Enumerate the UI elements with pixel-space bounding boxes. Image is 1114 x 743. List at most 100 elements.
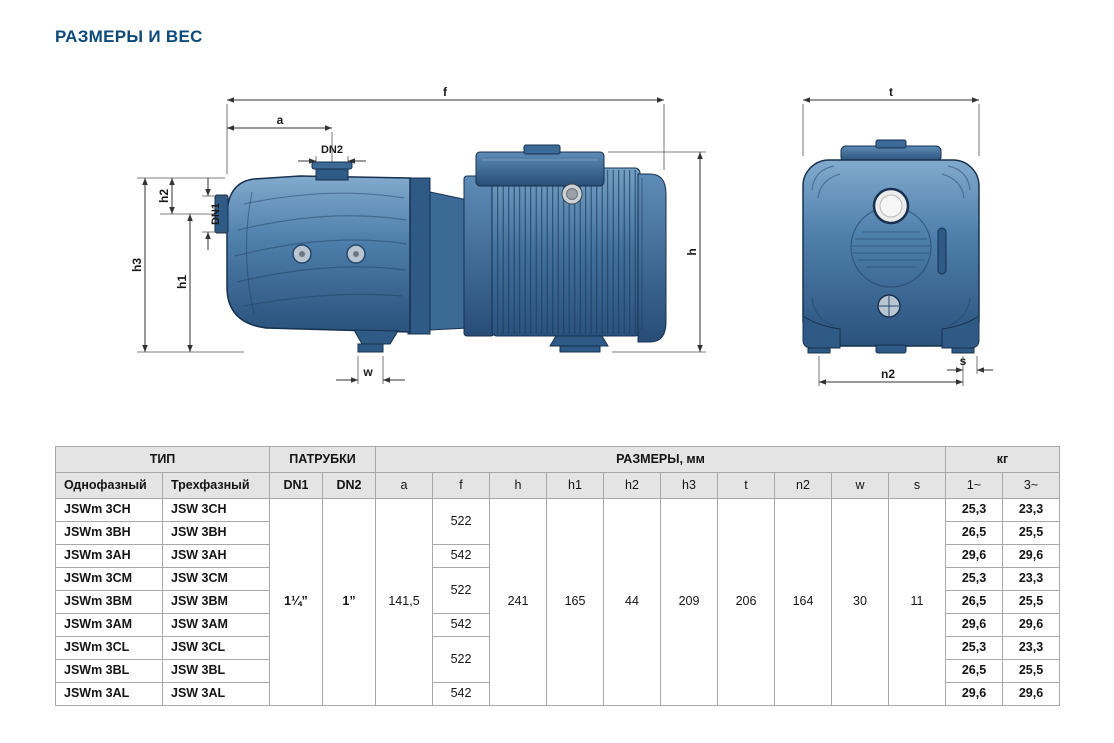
side-view-drawing: f a DN2 DN1 h2 h1 h3 h w [130, 85, 706, 384]
col-header-dn1: DN1 [269, 472, 323, 499]
group-header-kg: кг [945, 446, 1060, 473]
column-header-row: Однофазный Трехфазный DN1 DN2 a f h h1 h… [55, 472, 1060, 499]
dim-label-w: w [362, 365, 373, 379]
cell-weight-single: 25,3 [945, 498, 1003, 522]
cell-dim-a: 141,5 [375, 498, 433, 706]
table-row: JSWm 3AL JSW 3AL 542 29,6 29,6 [55, 682, 1060, 706]
cell-model-single: JSWm 3AL [55, 682, 163, 706]
col-header-kg-three: 3~ [1002, 472, 1060, 499]
cell-dn1: 1¼” [269, 498, 323, 706]
cell-model-single: JSWm 3CL [55, 636, 163, 660]
dim-label-n2: n2 [881, 367, 895, 381]
cell-dim-f: 522 [432, 636, 490, 683]
table-row: JSWm 3CL JSW 3CL 522 25,3 23,3 [55, 636, 1060, 683]
group-header-dimensions: РАЗМЕРЫ, мм [375, 446, 946, 473]
cell-weight-single: 26,5 [945, 590, 1003, 614]
cell-dim-f: 542 [432, 682, 490, 706]
dim-label-dn2: DN2 [321, 144, 343, 156]
dim-label-h2: h2 [157, 189, 171, 203]
col-header-h2: h2 [603, 472, 661, 499]
group-header-row: ТИП ПАТРУБКИ РАЗМЕРЫ, мм кг [55, 446, 1060, 473]
cell-weight-three: 23,3 [1002, 567, 1060, 591]
cell-dim-f: 522 [432, 567, 490, 614]
cell-weight-three: 25,5 [1002, 659, 1060, 683]
table-row: JSWm 3CM JSW 3CM 522 25,3 23,3 [55, 567, 1060, 614]
table-row: JSWm 3CH JSW 3CH 1¼” 1” 141,5 522 241 16… [55, 498, 1060, 706]
dim-label-dn1: DN1 [210, 203, 222, 225]
dim-label-s: s [960, 354, 967, 368]
col-header-s: s [888, 472, 946, 499]
col-header-h: h [489, 472, 547, 499]
cell-dim-f: 542 [432, 613, 490, 637]
cell-dim-h1: 165 [546, 498, 604, 706]
col-header-f: f [432, 472, 490, 499]
cell-model-three: JSW 3AH [162, 544, 270, 568]
col-header-a: a [375, 472, 433, 499]
cell-dim-t: 206 [717, 498, 775, 706]
cell-model-three: JSW 3AL [162, 682, 270, 706]
cell-weight-single: 29,6 [945, 682, 1003, 706]
col-header-n2: n2 [774, 472, 832, 499]
dim-label-h3: h3 [130, 258, 144, 272]
cell-model-three: JSW 3BM [162, 590, 270, 614]
cell-weight-three: 25,5 [1002, 521, 1060, 545]
cell-weight-single: 29,6 [945, 613, 1003, 637]
cell-model-three: JSW 3CM [162, 567, 270, 591]
spec-table: ТИП ПАТРУБКИ РАЗМЕРЫ, мм кг Однофазный Т… [55, 446, 1060, 706]
cell-dim-f: 542 [432, 544, 490, 568]
cell-weight-three: 29,6 [1002, 682, 1060, 706]
cell-model-single: JSWm 3CH [55, 498, 163, 522]
table-row: JSWm 3AH JSW 3AH 542 29,6 29,6 [55, 544, 1060, 568]
cell-weight-three: 29,6 [1002, 544, 1060, 568]
page-title: РАЗМЕРЫ И ВЕС [55, 27, 203, 46]
cell-dim-w: 30 [831, 498, 889, 706]
col-header-three-phase: Трехфазный [162, 472, 270, 499]
technical-drawing: f a DN2 DN1 h2 h1 h3 h w [0, 82, 1114, 412]
cell-model-single: JSWm 3BL [55, 659, 163, 683]
col-header-kg-single: 1~ [945, 472, 1003, 499]
cell-model-three: JSW 3AM [162, 613, 270, 637]
cell-dim-h3: 209 [660, 498, 718, 706]
cell-dim-f: 522 [432, 498, 490, 545]
cell-model-three: JSW 3CL [162, 636, 270, 660]
col-header-w: w [831, 472, 889, 499]
group-header-type: ТИП [55, 446, 270, 473]
cell-weight-single: 26,5 [945, 521, 1003, 545]
cell-dim-n2: 164 [774, 498, 832, 706]
dim-label-t: t [889, 85, 893, 99]
col-header-h3: h3 [660, 472, 718, 499]
cell-dim-h2: 44 [603, 498, 661, 706]
cell-model-three: JSW 3BH [162, 521, 270, 545]
cell-weight-single: 29,6 [945, 544, 1003, 568]
cell-weight-single: 25,3 [945, 636, 1003, 660]
cell-model-single: JSWm 3AM [55, 613, 163, 637]
cell-model-single: JSWm 3CM [55, 567, 163, 591]
cell-model-single: JSWm 3BM [55, 590, 163, 614]
front-view-drawing: t n2 s [802, 85, 993, 386]
col-header-single-phase: Однофазный [55, 472, 163, 499]
cell-weight-three: 23,3 [1002, 498, 1060, 522]
dim-label-h: h [685, 248, 699, 255]
col-header-h1: h1 [546, 472, 604, 499]
pump-dimension-drawing: f a DN2 DN1 h2 h1 h3 h w [130, 85, 993, 386]
dim-label-h1: h1 [175, 275, 189, 289]
cell-dim-h: 241 [489, 498, 547, 706]
group-header-connections: ПАТРУБКИ [269, 446, 376, 473]
cell-weight-single: 26,5 [945, 659, 1003, 683]
cell-weight-three: 29,6 [1002, 613, 1060, 637]
cell-dim-s: 11 [888, 498, 946, 706]
col-header-dn2: DN2 [322, 472, 376, 499]
cell-weight-three: 25,5 [1002, 590, 1060, 614]
cell-model-single: JSWm 3AH [55, 544, 163, 568]
col-header-t: t [717, 472, 775, 499]
table-row: JSWm 3BM JSW 3BM 26,5 25,5 [55, 590, 1060, 614]
cell-weight-three: 23,3 [1002, 636, 1060, 660]
cell-model-three: JSW 3BL [162, 659, 270, 683]
table-row: JSWm 3BL JSW 3BL 26,5 25,5 [55, 659, 1060, 683]
cell-weight-single: 25,3 [945, 567, 1003, 591]
cell-model-single: JSWm 3BH [55, 521, 163, 545]
dim-label-f: f [443, 85, 448, 99]
cell-model-three: JSW 3CH [162, 498, 270, 522]
cell-dn2: 1” [322, 498, 376, 706]
dim-label-a: a [277, 113, 284, 127]
